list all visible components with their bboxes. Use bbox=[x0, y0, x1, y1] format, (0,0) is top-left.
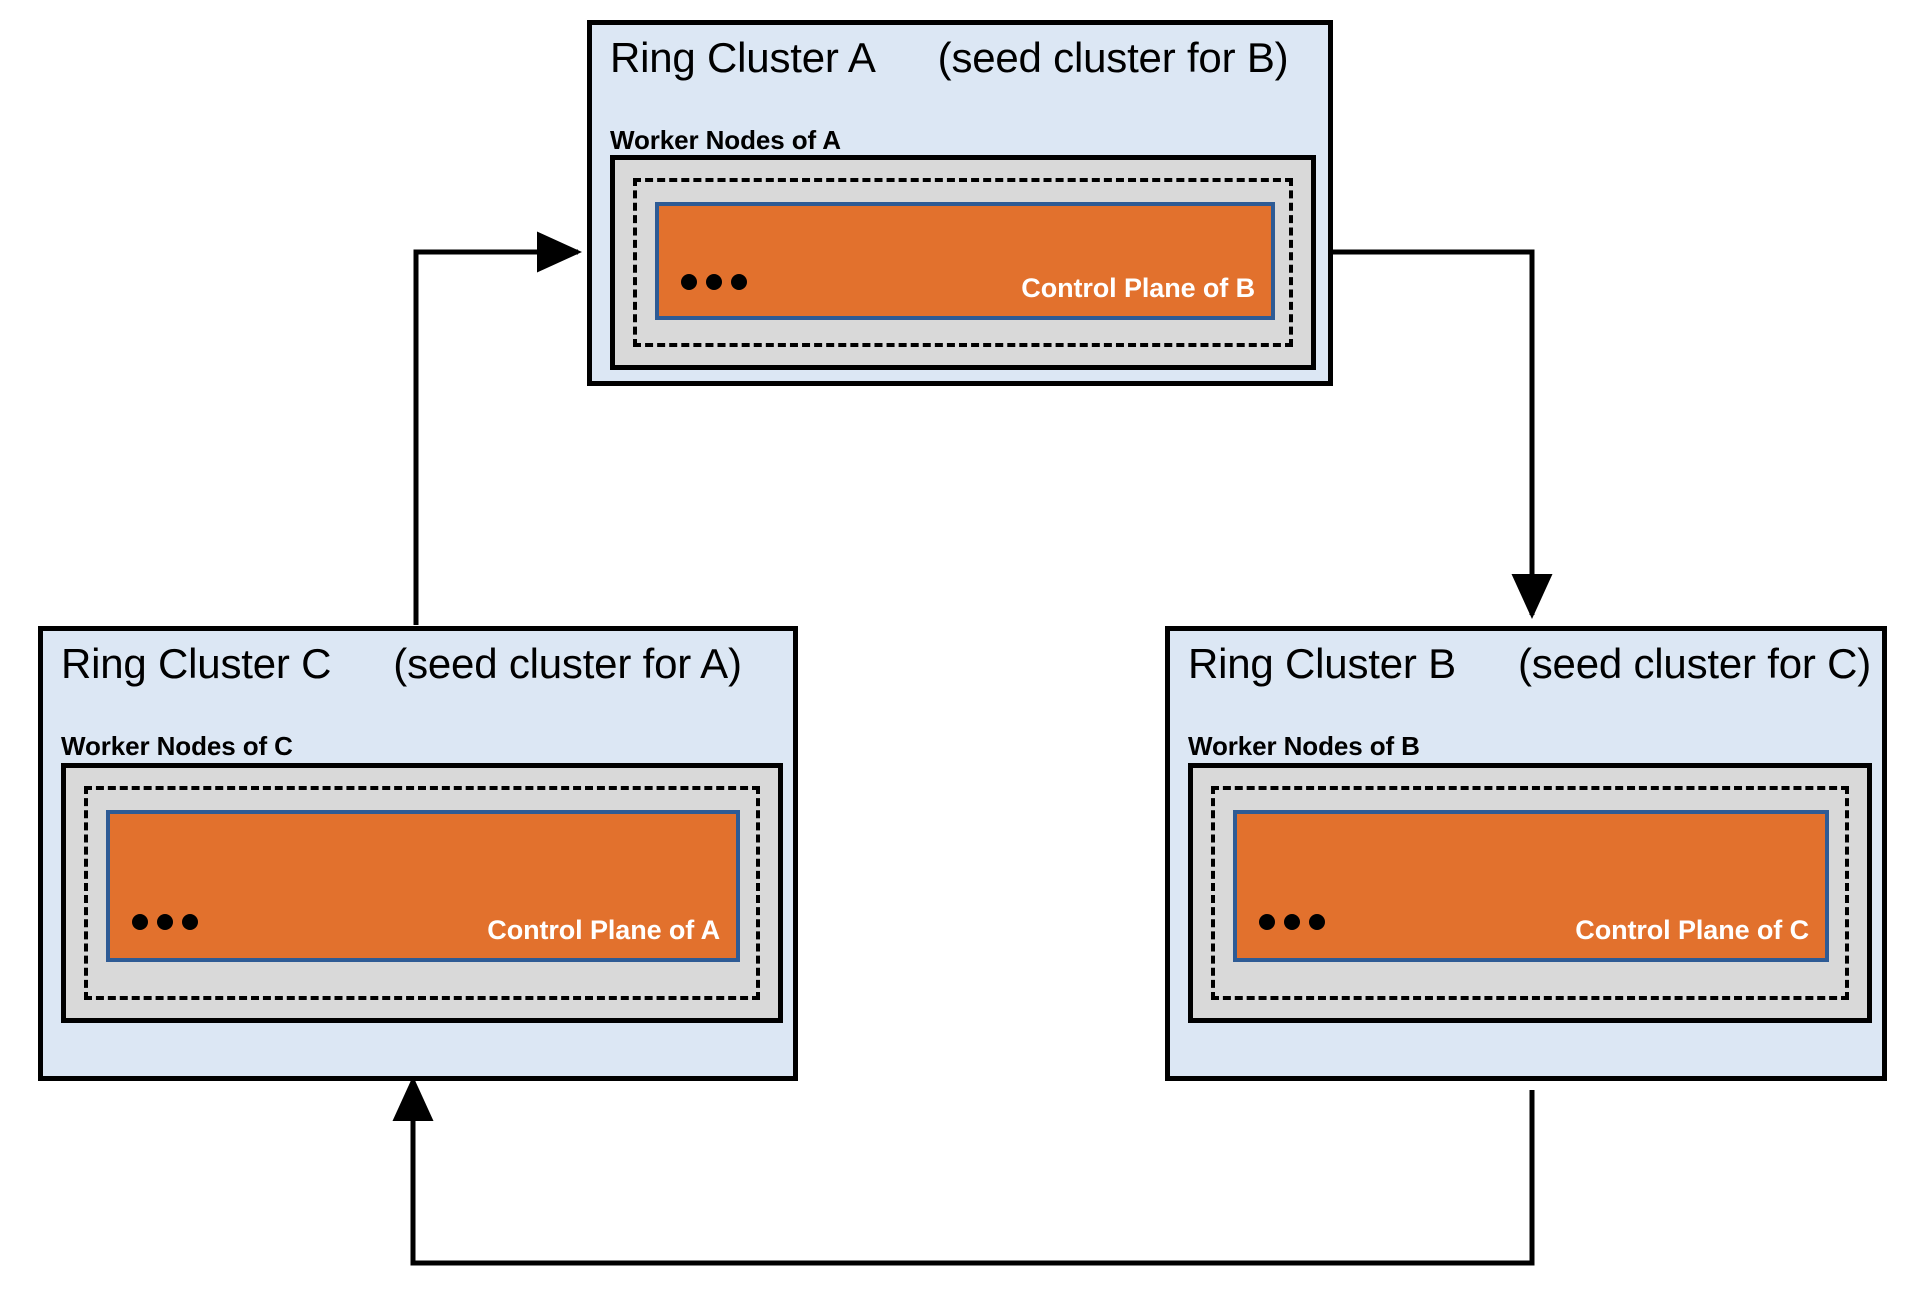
cluster-c-worker-nodes[interactable]: Control Plane of A bbox=[61, 763, 783, 1023]
arrow-b-to-c bbox=[392, 1075, 1535, 1266]
cluster-b-worker-nodes[interactable]: Control Plane of C bbox=[1188, 763, 1872, 1023]
cluster-a-title-text: Ring Cluster A bbox=[610, 34, 876, 81]
cluster-c-worker-dashed-boundary bbox=[84, 786, 760, 1000]
cluster-c-seed-note: (seed cluster for A) bbox=[393, 640, 742, 687]
cluster-a-control-plane-label: Control Plane of B bbox=[1021, 273, 1255, 303]
cluster-b-title: Ring Cluster B (seed cluster for C) bbox=[1188, 640, 1872, 687]
cluster-c[interactable]: Ring Cluster C (seed cluster for A) Worke… bbox=[38, 626, 798, 1081]
cluster-c-control-plane-label: Control Plane of A bbox=[487, 915, 720, 945]
cluster-a-control-plane[interactable]: Control Plane of B bbox=[655, 202, 1275, 320]
cluster-b-control-plane[interactable]: Control Plane of C bbox=[1233, 810, 1829, 962]
cluster-b-control-plane-label: Control Plane of C bbox=[1575, 915, 1809, 945]
cluster-b-worker-dashed-boundary bbox=[1211, 786, 1849, 1000]
cluster-b-seed-note: (seed cluster for C) bbox=[1517, 640, 1872, 687]
cluster-a[interactable]: Ring Cluster A (seed cluster for B) Worke… bbox=[587, 20, 1333, 386]
cluster-b-title-text: Ring Cluster B bbox=[1188, 640, 1456, 687]
cluster-a-title: Ring Cluster A (seed cluster for B) bbox=[610, 34, 1289, 81]
cluster-a-worker-dashed-boundary bbox=[633, 178, 1293, 347]
cluster-c-ellipsis-dots bbox=[132, 914, 198, 930]
cluster-c-worker-label: Worker Nodes of C bbox=[61, 731, 293, 761]
cluster-a-worker-label: Worker Nodes of A bbox=[610, 125, 841, 155]
cluster-a-worker-nodes[interactable]: Control Plane of B bbox=[610, 155, 1316, 370]
cluster-b[interactable]: Ring Cluster B (seed cluster for C) Worke… bbox=[1165, 626, 1887, 1081]
cluster-c-title: Ring Cluster C (seed cluster for A) bbox=[61, 640, 742, 687]
cluster-c-control-plane[interactable]: Control Plane of A bbox=[106, 810, 740, 962]
arrow-c-to-a bbox=[413, 231, 583, 625]
cluster-b-ellipsis-dots bbox=[1259, 914, 1325, 930]
cluster-a-ellipsis-dots bbox=[681, 274, 747, 290]
cluster-a-seed-note: (seed cluster for B) bbox=[937, 34, 1289, 81]
cluster-c-title-text: Ring Cluster C bbox=[61, 640, 332, 687]
arrow-a-to-b bbox=[1333, 249, 1553, 620]
cluster-b-worker-label: Worker Nodes of B bbox=[1188, 731, 1420, 761]
